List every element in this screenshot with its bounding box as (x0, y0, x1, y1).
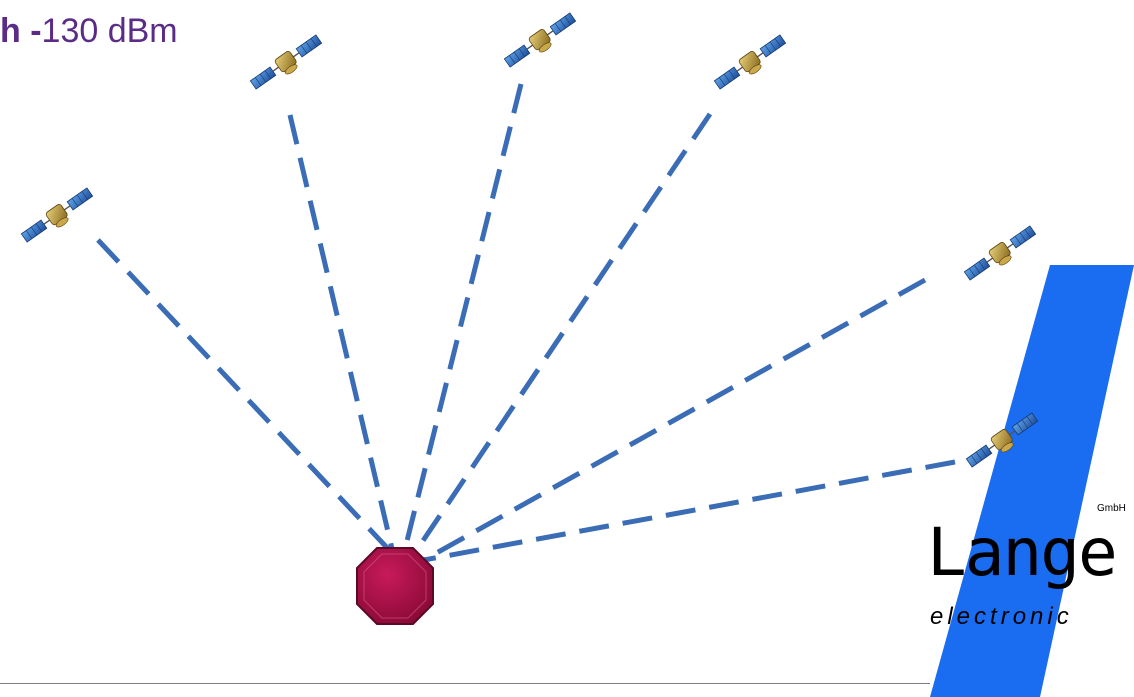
logo-subtitle: electronic (930, 603, 1073, 630)
satellite-icon (18, 184, 98, 249)
satellite-icon (501, 9, 581, 74)
title-bold: h - (0, 12, 42, 50)
logo-stripe (930, 265, 1134, 697)
signal-link-5 (422, 277, 927, 563)
signal-link-1 (96, 238, 394, 555)
signal-links (96, 83, 956, 563)
page-title: h -130 dBm (0, 12, 178, 51)
signal-link-2 (287, 114, 396, 554)
logo-wordmark: Lange (927, 514, 1118, 591)
octagon-receiver-icon (356, 547, 434, 625)
satellite-icon (961, 222, 1041, 287)
footer-divider (0, 683, 930, 684)
title-value: 130 dBm (41, 12, 178, 50)
receiver-highlight (363, 553, 427, 619)
signal-link-4 (409, 112, 713, 559)
logo-tag: GmbH (1097, 503, 1126, 514)
signal-link-3 (401, 83, 524, 554)
signal-link-6 (423, 459, 956, 563)
satellite-icon (711, 31, 791, 96)
satellite-icon (247, 31, 327, 96)
